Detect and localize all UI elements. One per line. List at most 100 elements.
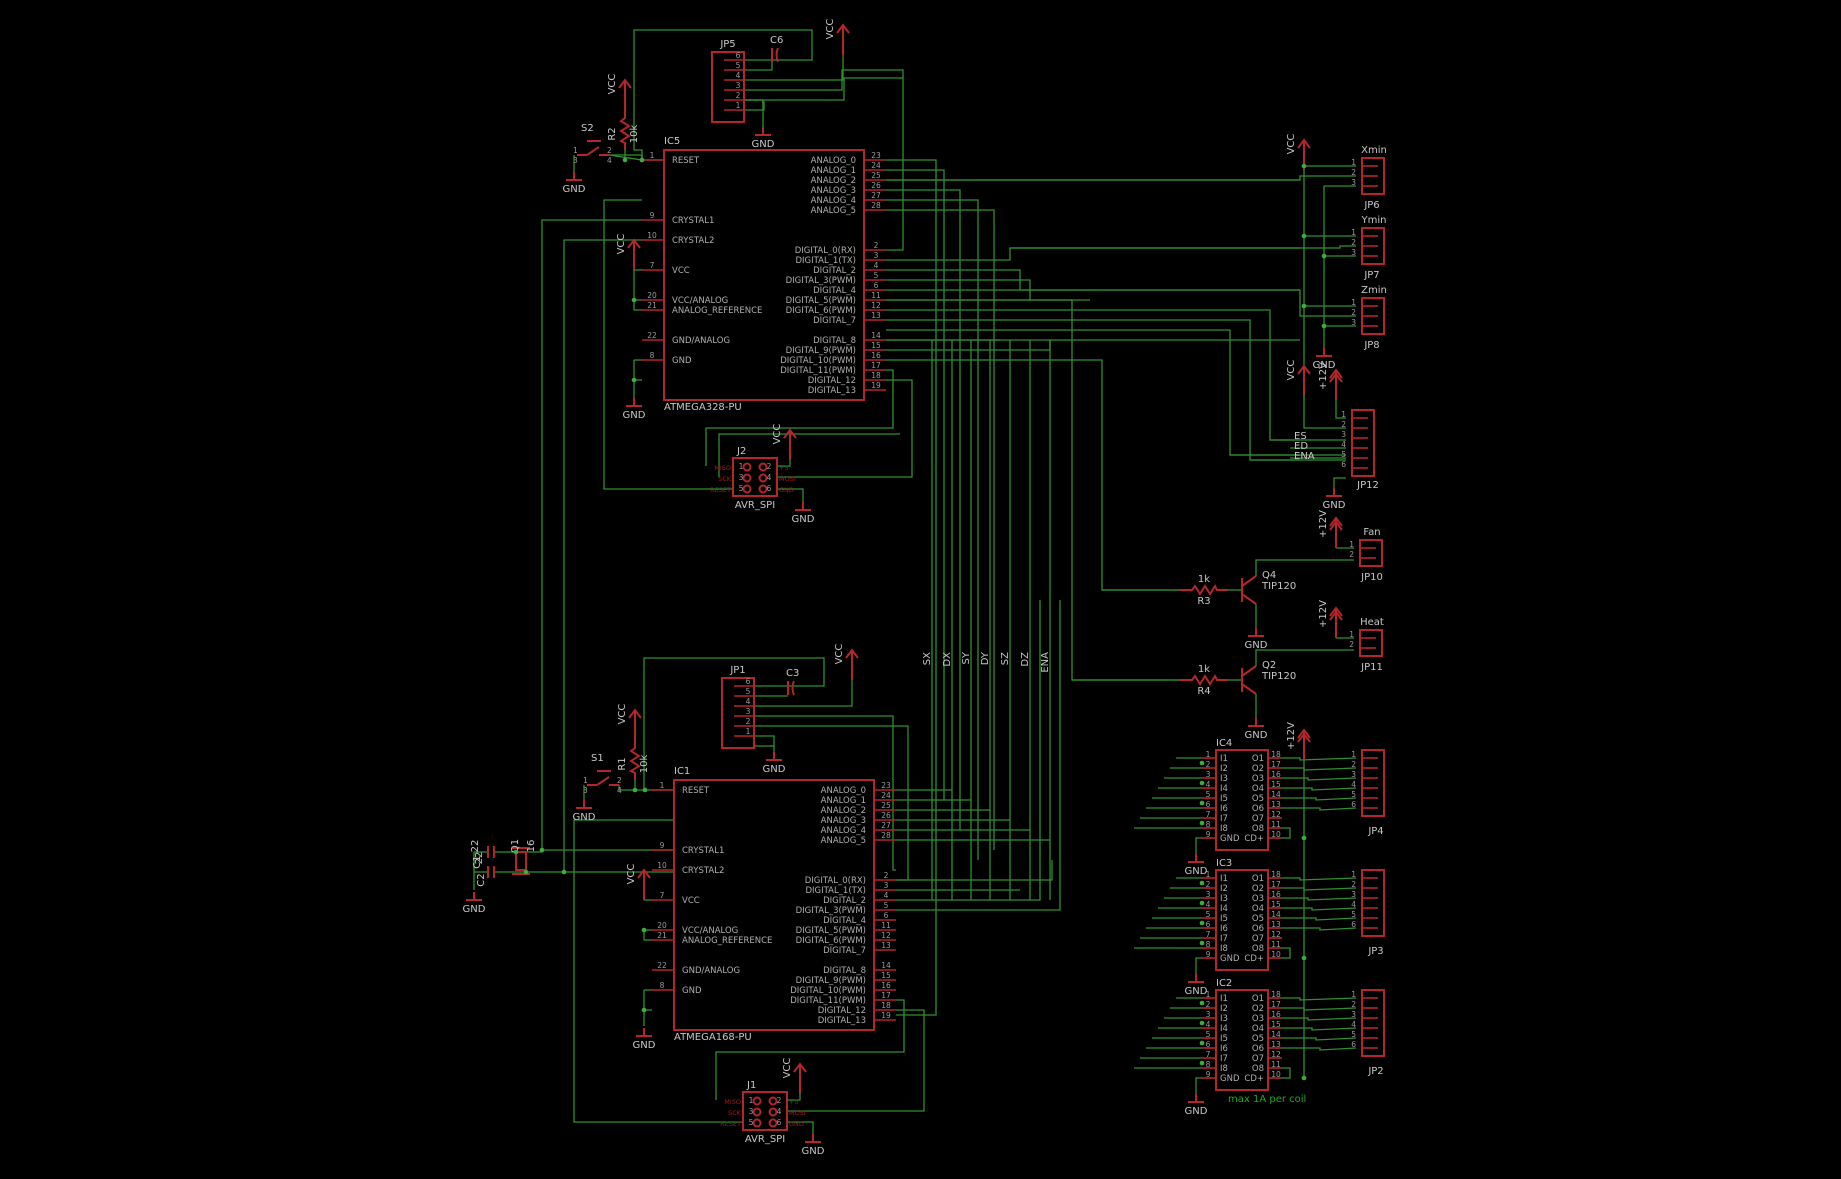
pin-number: 1 [660,781,665,790]
wire [1282,1007,1357,1011]
q2-name: Q2 [1262,660,1276,671]
gnd-label: GND [573,812,596,823]
pin-number: 18 [871,371,881,380]
pin-number: 7 [660,891,665,900]
junction-dot [1199,940,1205,946]
pin-label: O5 [1252,914,1264,924]
gnd-label: GND [1185,866,1208,877]
cap-label: C6 [770,35,783,46]
pin-number: 4 [1341,440,1346,449]
wire [886,169,945,800]
pin-number: 6 [1206,1040,1211,1049]
pin-number: 2 [736,91,741,100]
jp5-name: JP5 [719,39,735,50]
pin-label: ANALOG_0 [821,786,866,796]
r1-name: R1 [617,757,628,770]
pin-number: 14 [1271,1030,1281,1039]
wire [896,600,1061,911]
pin-label: DIGITAL_3(PWM) [786,276,856,286]
pin-number: 8 [1206,1060,1211,1069]
gnd-label: GND [623,410,646,421]
ic1-type: ATMEGA168-PU [674,1032,752,1043]
wire [1255,649,1354,666]
gnd-label: GND [792,514,815,525]
vcc-label: VCC [825,19,836,40]
junction-dot [1301,835,1307,841]
wire [1195,957,1202,974]
spi-right-label: MOSI [779,475,796,483]
pin-label: DIGITAL_10(PWM) [790,986,866,996]
junction-dot [1199,920,1205,926]
pin-label: O8 [1252,944,1264,954]
pin-label: DIGITAL_12 [808,376,856,386]
pin-label: GND [1220,1074,1240,1084]
spi-pin [742,484,752,494]
resistor-value: 10k [629,125,640,144]
driver-body [1215,869,1269,971]
spi-pin [758,473,768,483]
pin-number: 3 [739,473,744,482]
resistor [1180,673,1228,686]
pin-number: 13 [1271,920,1281,929]
pin-number: 17 [871,361,881,370]
pin-number: 11 [871,291,881,300]
pin-label: ANALOG_3 [821,816,866,826]
spi-right-label: GND [789,1120,804,1128]
parts-layer [466,23,1385,1143]
wire [573,819,743,1123]
pin-label: ANALOG_REFERENCE [682,936,772,946]
pin-number: 4 [777,1107,782,1116]
pin-number: 2 [1351,880,1356,889]
wire [777,379,913,478]
wire [1282,897,1357,901]
pin-number: 13 [871,311,881,320]
junction-dot [1199,800,1205,806]
spi-pin [758,462,768,472]
wire [754,735,775,760]
junction-dot [641,1007,647,1013]
pin-label: I6 [1220,1044,1228,1054]
wire [754,715,896,871]
jp1-body [721,677,755,749]
pin-label: DIGITAL_1(TX) [795,256,856,266]
pin-number: 1 [1206,990,1211,999]
pin-label: I2 [1220,1004,1228,1014]
wire [1282,927,1357,931]
s2-name: S2 [581,123,594,134]
pin-number: 6 [1206,800,1211,809]
pin-label: I3 [1220,774,1228,784]
wire [1195,1077,1202,1094]
pin-label: I6 [1220,804,1228,814]
junction-dot [632,787,638,793]
pin-number: 5 [1206,910,1211,919]
pin-number: 16 [1271,1010,1281,1019]
pin-number: 3 [746,707,751,716]
pin-number: 16 [1271,770,1281,779]
gnd-label: GND [752,139,775,150]
pin-number: 6 [767,484,772,493]
pin-number: 3 [1341,430,1346,439]
pin-number: 26 [871,181,881,190]
junction-dot [1301,1075,1307,1081]
pin-number: 4 [746,697,751,706]
pin-number: 26 [881,811,891,820]
pin-number: 20 [657,921,667,930]
pin-label: O4 [1252,784,1264,794]
pin-number: 8 [660,981,665,990]
pin-number: 1 [1351,750,1356,759]
s1-name: S1 [591,753,604,764]
pin-label: O2 [1252,764,1264,774]
bus-net-label: SX [922,652,933,665]
junction-dot [513,849,519,855]
junction-dot [561,869,567,875]
pin-label: DIGITAL_8 [813,336,856,346]
pin-number: 14 [1271,910,1281,919]
vcc-label: VCC [1286,134,1297,155]
conn-title: Xmin [1361,145,1387,156]
pin-number: 4 [1206,900,1211,909]
spi-left-label: SCK [728,1109,742,1117]
pin-number: 1 [1206,750,1211,759]
wire [787,1121,814,1134]
pin-label: CD+ [1244,954,1264,964]
spi-pin [758,484,768,494]
